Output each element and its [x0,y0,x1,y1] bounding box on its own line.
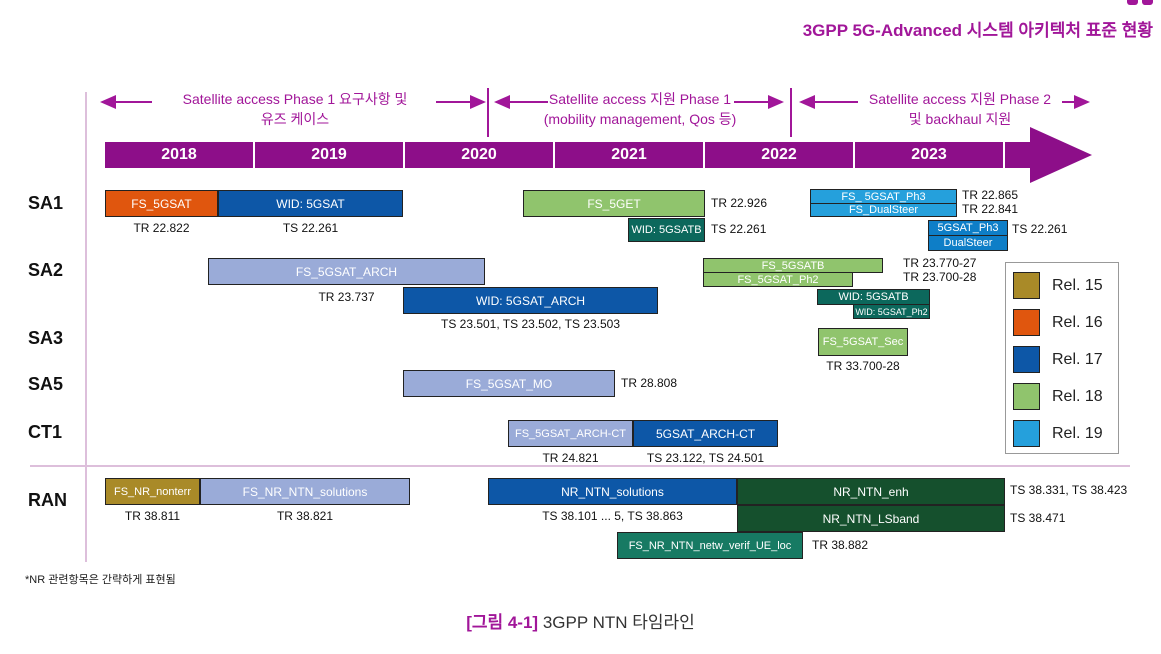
doc-tr-28-808: TR 28.808 [621,376,678,390]
bar-fs-5gsat-mo: FS_5GSAT_MO [403,370,615,397]
rel15-swatch-icon [1013,272,1040,299]
doc-ts-22-261-b: TS 22.261 [711,222,767,236]
phase2-right-arrow-icon [768,95,784,109]
doc-tr-22-841: TR 22.841 [962,202,1019,216]
bar-fs-dualsteer: FS_DualSteer [810,203,957,217]
legend-item-rel16: Rel. 16 [1013,309,1111,336]
bar-fs-5gsat-arch: FS_5GSAT_ARCH [208,258,485,285]
legend-item-rel19: Rel. 19 [1013,420,1111,447]
row-label-sa1: SA1 [28,193,64,213]
row-label-ct1: CT1 [28,422,63,442]
figure-caption-number: [그림 4-1] [466,613,539,632]
doc-tr-23-737: TR 23.737 [318,290,375,304]
bar-fs-5gsat-arch-ct: FS_5GSAT_ARCH-CT [508,420,633,447]
legend: Rel. 15 Rel. 16 Rel. 17 Rel. 18 Rel. 19 [1005,262,1119,454]
figure-caption: [그림 4-1] 3GPP NTN 타임라인 [0,608,1161,633]
bar-wid-5gsatb-sa2: WID: 5GSATB [817,289,930,305]
doc-tr-23-700-28: TR 23.700-28 [903,270,977,284]
bar-wid-dualsteer: DualSteer [928,235,1008,251]
rel18-swatch-icon [1013,383,1040,410]
year-axis: 2018 2019 2020 2021 2022 2023 [105,142,1030,168]
doc-tr-38-821: TR 38.821 [276,509,334,523]
doc-tr-24-821: TR 24.821 [542,451,599,465]
year-2020: 2020 [405,142,555,168]
doc-tr-38-811: TR 38.811 [124,509,181,523]
phase1-label: Satellite access Phase 1 요구사항 및 유즈 케이스 [182,91,408,127]
bar-fs-5gsat-ph2: FS_5GSAT_Ph2 [703,272,853,287]
bar-fs-5get: FS_5GET [523,190,705,217]
bar-wid-5gsat-ph2: WID: 5GSAT_Ph2 [853,304,930,319]
legend-item-rel15: Rel. 15 [1013,272,1111,299]
bar-nr-ntn-enh: NR_NTN_enh [737,478,1005,505]
phase3-left-arrow-icon [799,95,815,109]
bar-fs-nr-ntn-solutions: FS_NR_NTN_solutions [200,478,410,505]
year-2019: 2019 [255,142,405,168]
phase2-label: Satellite access 지원 Phase 1 (mobility ma… [543,91,737,127]
ran-section-divider [30,465,1130,467]
doc-ts-38-331: TS 38.331, TS 38.423 [1010,483,1128,497]
bar-wid-5gsat-arch: WID: 5GSAT_ARCH [403,287,658,314]
row-label-ran: RAN [28,490,67,510]
bar-wid-5gsat: WID: 5GSAT [218,190,403,217]
doc-ts-38-471: TS 38.471 [1010,511,1066,525]
cropped-header-fragment [1127,0,1138,5]
figure-caption-text: 3GPP NTN 타임라인 [538,613,695,632]
phase3-label: Satellite access 지원 Phase 2 및 backhaul 지… [868,91,1052,127]
phase1-left-line [114,101,152,103]
doc-ts-23-501: TS 23.501, TS 23.502, TS 23.503 [440,317,620,331]
bar-fs-5gsat-sec: FS_5GSAT_Sec [818,328,908,356]
bar-wid-5gsatb-sa1: WID: 5GSATB [628,218,705,242]
legend-item-rel17: Rel. 17 [1013,346,1111,373]
bar-fs-nr-ntn-netw-verif: FS_NR_NTN_netw_verif_UE_loc [617,532,803,559]
year-2021: 2021 [555,142,705,168]
page-title: 3GPP 5G-Advanced 시스템 아키텍처 표준 현황 [802,21,1153,40]
phase-divider-2 [790,88,792,137]
phase3-right-line [1062,101,1074,103]
doc-tr-22-926: TR 22.926 [711,196,768,210]
year-axis-arrowhead-icon [1030,127,1092,183]
cropped-header-fragment [1142,0,1153,5]
phase1-left-arrow-icon [100,95,116,109]
bar-fs-5gsatb: FS_5GSATB [703,258,883,273]
row-label-sa3: SA3 [28,328,64,348]
year-2022: 2022 [705,142,855,168]
doc-tr-38-882: TR 38.882 [812,538,869,552]
doc-tr-33-700-28: TR 33.700-28 [826,359,900,373]
bar-fs-5gsat-ph3: FS_ 5GSAT_Ph3 [810,189,957,204]
bar-nr-ntn-solutions: NR_NTN_solutions [488,478,737,505]
doc-ts-23-122: TS 23.122, TS 24.501 [646,451,765,465]
row-label-sa5: SA5 [28,374,64,394]
row-label-divider [85,92,87,562]
bar-wid-5gsat-ph3: 5GSAT_Ph3 [928,220,1008,236]
bar-5gsat-arch-ct: 5GSAT_ARCH-CT [633,420,778,447]
doc-ts-38-101: TS 38.101 ... 5, TS 38.863 [542,509,683,523]
phase1-right-arrow-icon [470,95,486,109]
doc-ts-22-261-a: TS 22.261 [282,221,339,235]
phase3-right-arrow-icon [1074,95,1090,109]
year-2023: 2023 [855,142,1005,168]
footnote: *NR 관련항목은 간략하게 표현됨 [25,574,176,586]
bar-fs-5gsat: FS_5GSAT [105,190,218,217]
year-2018: 2018 [105,142,255,168]
rel17-swatch-icon [1013,346,1040,373]
row-label-sa2: SA2 [28,260,64,280]
phase3-left-line [813,101,858,103]
rel19-swatch-icon [1013,420,1040,447]
legend-item-rel18: Rel. 18 [1013,383,1111,410]
phase2-left-arrow-icon [494,95,510,109]
doc-tr-22-822: TR 22.822 [133,221,190,235]
rel16-swatch-icon [1013,309,1040,336]
doc-tr-23-770-27: TR 23.770-27 [903,256,977,270]
bar-nr-ntn-lsband: NR_NTN_LSband [737,505,1005,532]
doc-tr-22-865: TR 22.865 [962,188,1019,202]
phase-divider-1 [487,88,489,137]
phase2-left-line [508,101,548,103]
bar-fs-nr-nonterr: FS_NR_nonterr [105,478,200,505]
doc-ts-22-261-c: TS 22.261 [1012,222,1068,236]
phase1-right-line [436,101,470,103]
phase2-right-line [734,101,768,103]
